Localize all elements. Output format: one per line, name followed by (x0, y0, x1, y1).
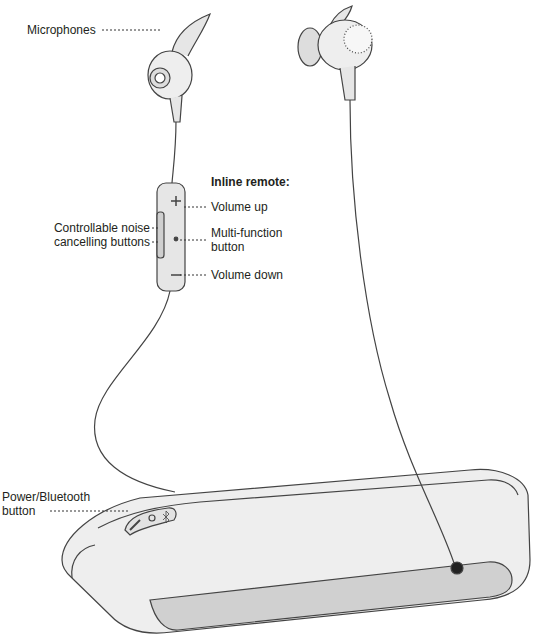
right-stem (340, 66, 355, 100)
leader-line (180, 240, 207, 241)
callout-label: Volume down (211, 268, 331, 282)
leader-line (184, 207, 207, 208)
callout-label: Multi-function button (211, 226, 303, 254)
left-earbud (148, 51, 192, 99)
left-nozzle (155, 73, 165, 83)
minus-mark (171, 274, 181, 276)
power-icon (149, 515, 155, 521)
callout-label: Controllable noise cancelling buttons (6, 221, 150, 249)
neckband-panel (150, 562, 512, 630)
neckband (62, 470, 530, 634)
bluetooth-icon (163, 511, 169, 523)
mfb-mark (174, 237, 178, 241)
leader-line (152, 242, 158, 243)
left-wing (172, 14, 210, 56)
group-heading: Inline remote: (211, 175, 341, 189)
power-switch (130, 520, 140, 530)
plus-mark (171, 196, 181, 206)
left-stem (170, 96, 182, 122)
right-cable (350, 100, 455, 566)
cable-port (451, 562, 463, 574)
leader-line (152, 228, 158, 229)
callout-label: Volume up (211, 200, 331, 214)
left-eartip (150, 68, 170, 88)
left-cable-upper (172, 120, 176, 183)
left-cable-lower (95, 291, 175, 492)
right-earbud (318, 20, 372, 70)
power-button (125, 508, 176, 535)
right-grille (344, 25, 372, 53)
leader-line (50, 511, 128, 512)
leader-line (102, 30, 160, 31)
leader-line (180, 275, 207, 276)
callout-label: Microphones (27, 23, 102, 37)
nc-buttons (157, 212, 164, 258)
callout-label: Power/Bluetooth button (2, 490, 110, 518)
neckband-edge (72, 545, 95, 578)
